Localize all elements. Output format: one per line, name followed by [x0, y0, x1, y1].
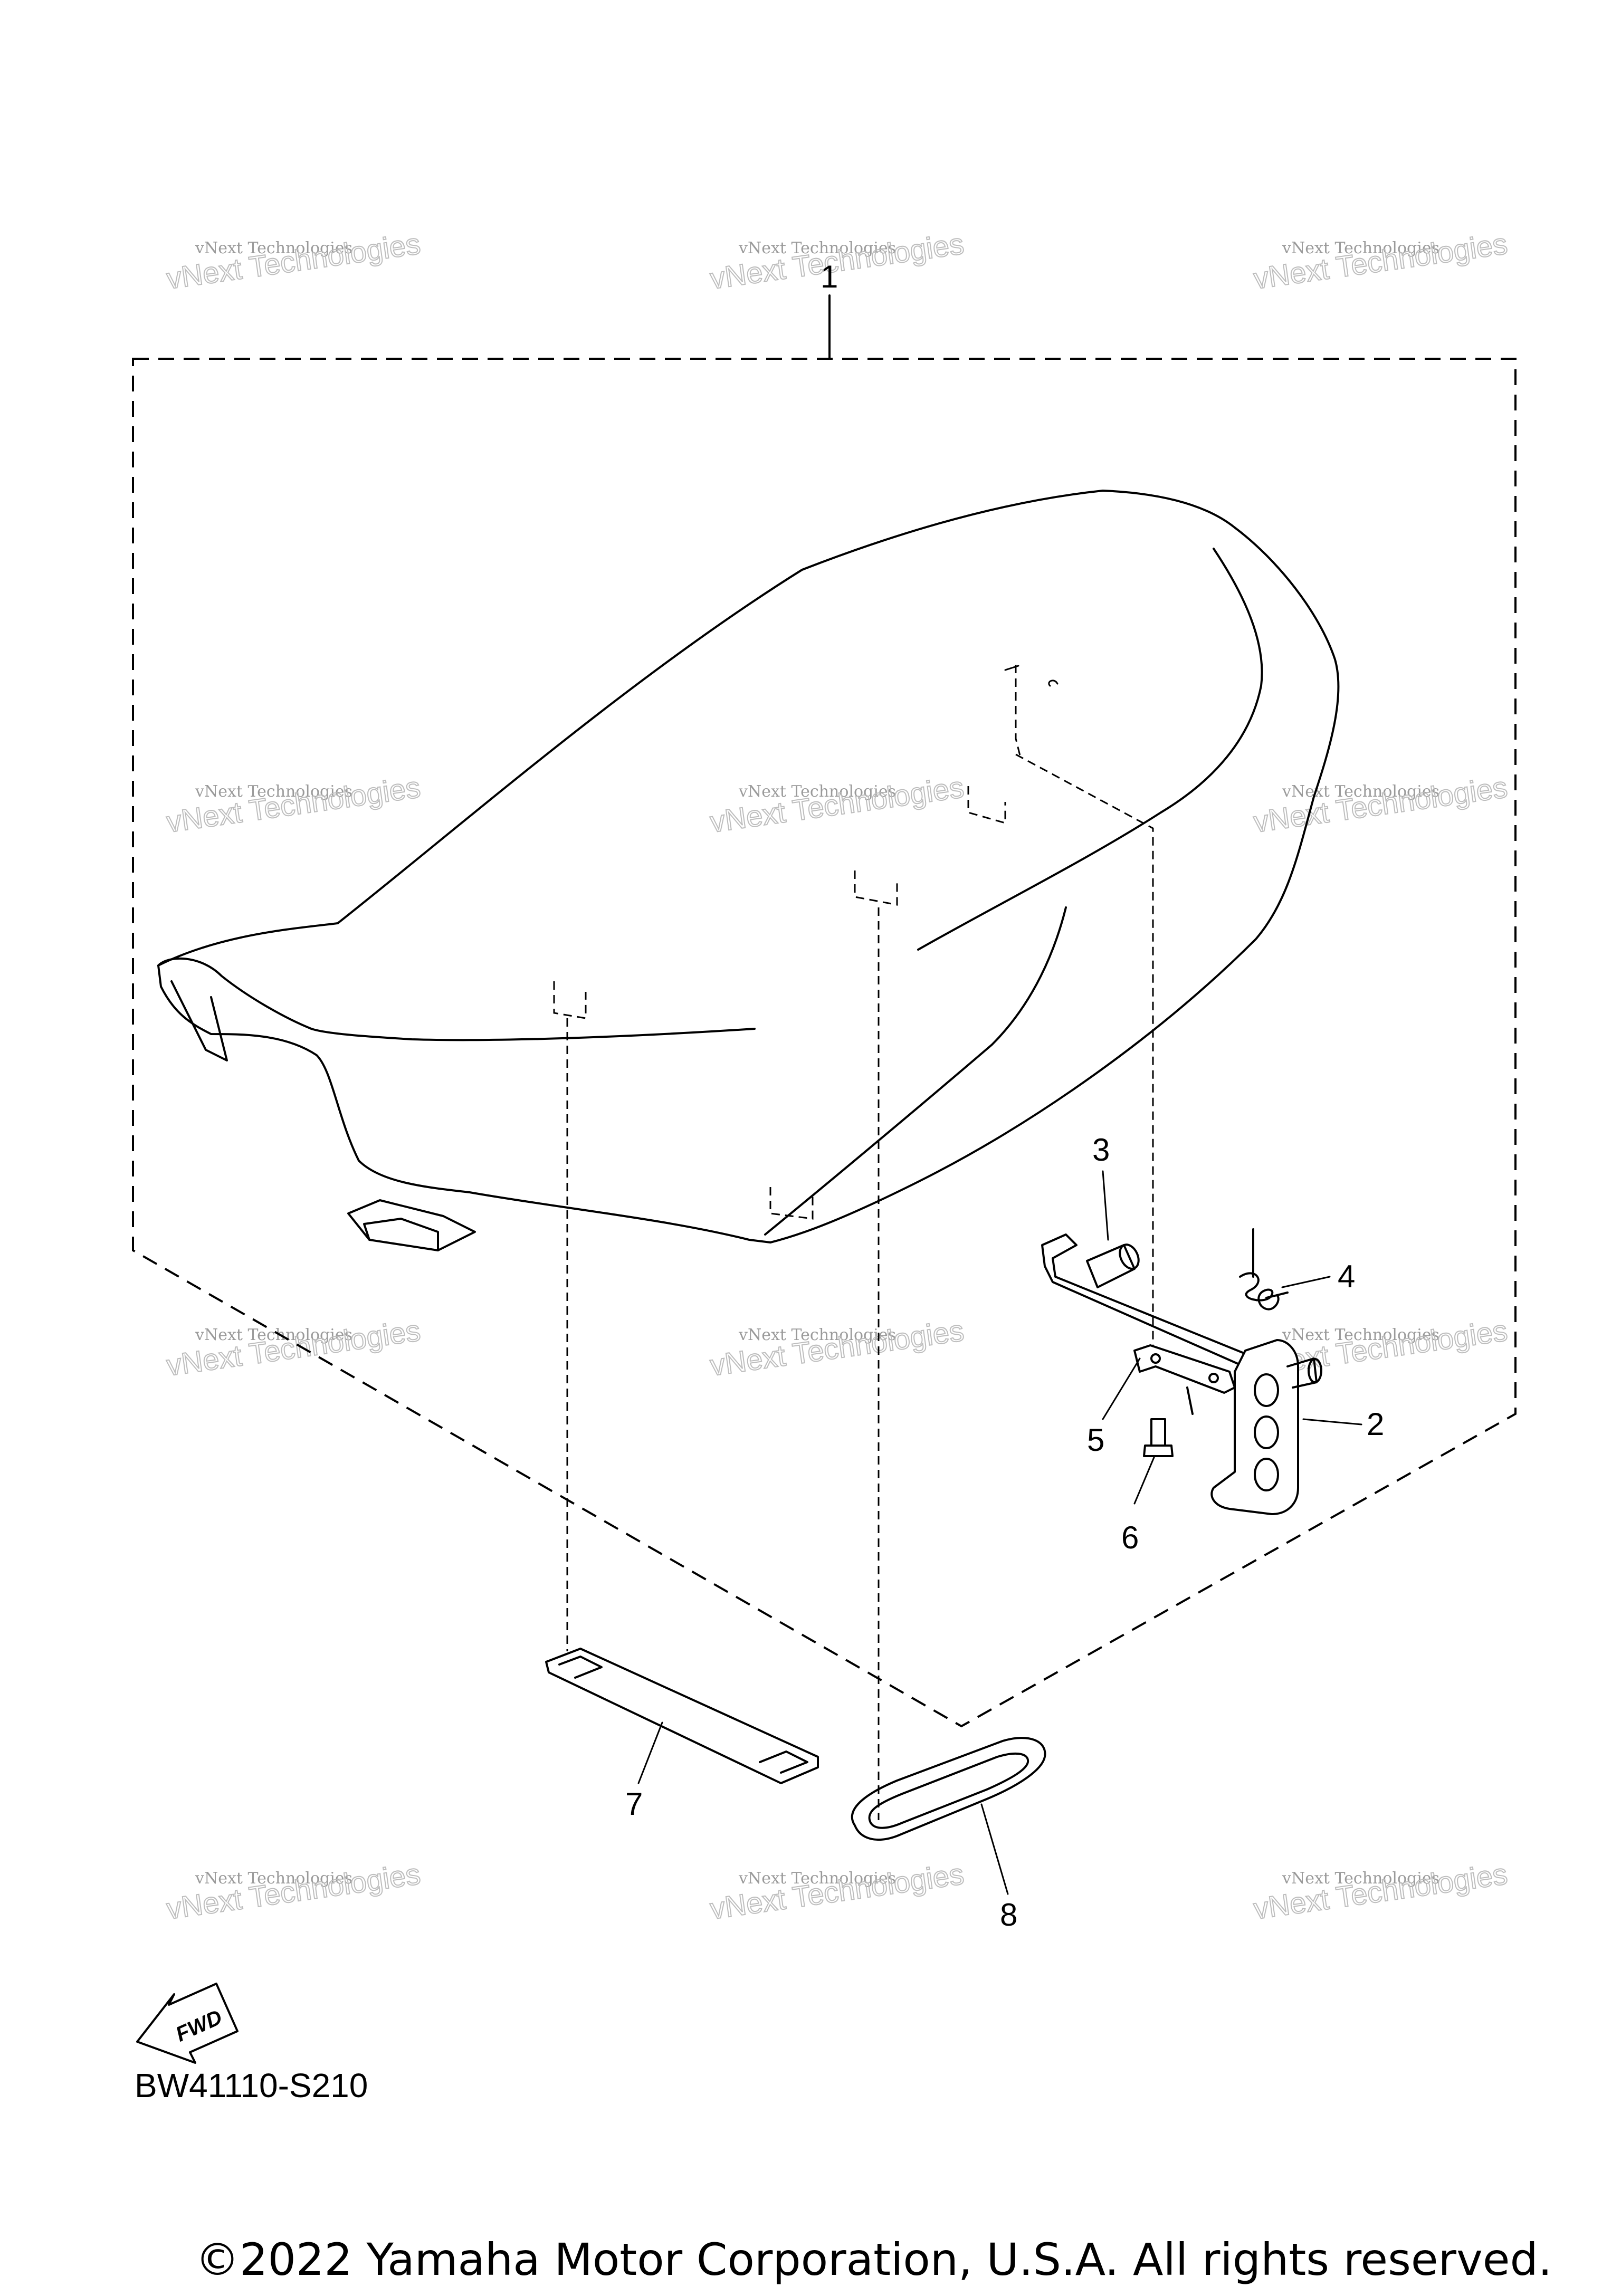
svg-text:vNext Technologies: vNext Technologies	[1252, 1857, 1510, 1926]
callout-leader-5	[1102, 1357, 1141, 1420]
svg-text:vNext Technologies: vNext Technologies	[195, 1326, 352, 1344]
watermark: vNext Technologies vNext Technologies	[708, 770, 967, 839]
callout-leader-3	[1102, 1170, 1109, 1241]
fwd-arrow-icon: FWD	[136, 1983, 239, 2064]
svg-text:vNext Technologies: vNext Technologies	[1282, 1869, 1439, 1888]
part-collar	[1086, 1243, 1140, 1288]
callout-7: 7	[625, 1786, 643, 1822]
watermark: vNext Technologies vNext Technologies	[164, 1857, 423, 1926]
assembly-boundary	[132, 358, 1517, 1728]
svg-text:vNext Technologies: vNext Technologies	[1252, 227, 1510, 295]
copyright: ©2022 Yamaha Motor Corporation, U.S.A. A…	[195, 2234, 1552, 2285]
watermark: vNext Technologies vNext Technologies	[708, 1313, 967, 1383]
watermark: vNext Technologies vNext Technologies	[164, 226, 423, 296]
callout-leader-2	[1302, 1418, 1362, 1426]
part-plate	[1133, 1344, 1236, 1415]
watermark: vNext Technologies vNext Technologies	[1251, 770, 1510, 839]
diagram-code: BW41110-S210	[135, 2067, 368, 2104]
svg-text:vNext Technologies: vNext Technologies	[738, 239, 896, 257]
callout-6: 6	[1121, 1520, 1139, 1555]
part-lock-bracket	[1210, 1339, 1322, 1515]
callout-leader-8	[980, 1803, 1009, 1895]
svg-text:vNext Technologies: vNext Technologies	[708, 1314, 966, 1382]
svg-text:vNext Technologies: vNext Technologies	[1282, 239, 1439, 257]
svg-text:vNext Technologies: vNext Technologies	[708, 770, 966, 839]
watermark: vNext Technologies vNext Technologies	[708, 1857, 967, 1926]
watermark: vNext Technologies vNext Technologies	[1251, 226, 1510, 296]
callout-leader-6	[1133, 1455, 1156, 1505]
callout-1: 1	[821, 259, 838, 294]
svg-text:vNext Technologies: vNext Technologies	[195, 1869, 352, 1888]
svg-text:vNext Technologies: vNext Technologies	[165, 227, 423, 295]
watermark: vNext Technologies vNext Technologies	[164, 770, 423, 839]
part-strap-loop	[851, 1737, 1046, 1841]
svg-text:vNext Technologies: vNext Technologies	[1282, 782, 1439, 801]
seat	[157, 490, 1340, 1251]
callout-leader-4	[1281, 1276, 1331, 1288]
part-spring	[1239, 1228, 1289, 1310]
watermarks: vNext Technologies vNext Technologies vN…	[164, 226, 1510, 1926]
callout-2: 2	[1367, 1407, 1384, 1442]
callout-3: 3	[1092, 1132, 1110, 1168]
svg-text:vNext Technologies: vNext Technologies	[195, 782, 352, 801]
svg-text:vNext Technologies: vNext Technologies	[165, 770, 423, 839]
watermark: vNext Technologies vNext Technologies	[164, 1313, 423, 1383]
callout-leader-7	[637, 1721, 663, 1784]
svg-text:vNext Technologies: vNext Technologies	[738, 1869, 896, 1888]
callout-5: 5	[1087, 1422, 1104, 1458]
watermark: vNext Technologies vNext Technologies	[1251, 1857, 1510, 1926]
guide-line-plate	[1015, 753, 1154, 1356]
svg-text:vNext Technologies: vNext Technologies	[708, 1857, 966, 1926]
svg-text:vNext Technologies: vNext Technologies	[165, 1314, 423, 1382]
callout-4: 4	[1338, 1259, 1355, 1294]
lock-rod	[1041, 1233, 1257, 1373]
svg-text:vNext Technologies: vNext Technologies	[195, 239, 352, 257]
svg-text:vNext Technologies: vNext Technologies	[738, 782, 896, 801]
callout-8: 8	[1000, 1897, 1017, 1933]
svg-text:vNext Technologies: vNext Technologies	[1252, 770, 1510, 839]
part-seat-strap	[545, 1648, 819, 1784]
svg-text:vNext Technologies: vNext Technologies	[738, 1326, 896, 1344]
svg-text:vNext Technologies: vNext Technologies	[1282, 1326, 1439, 1344]
part-bolt	[1143, 1418, 1174, 1457]
svg-text:vNext Technologies: vNext Technologies	[165, 1857, 423, 1926]
